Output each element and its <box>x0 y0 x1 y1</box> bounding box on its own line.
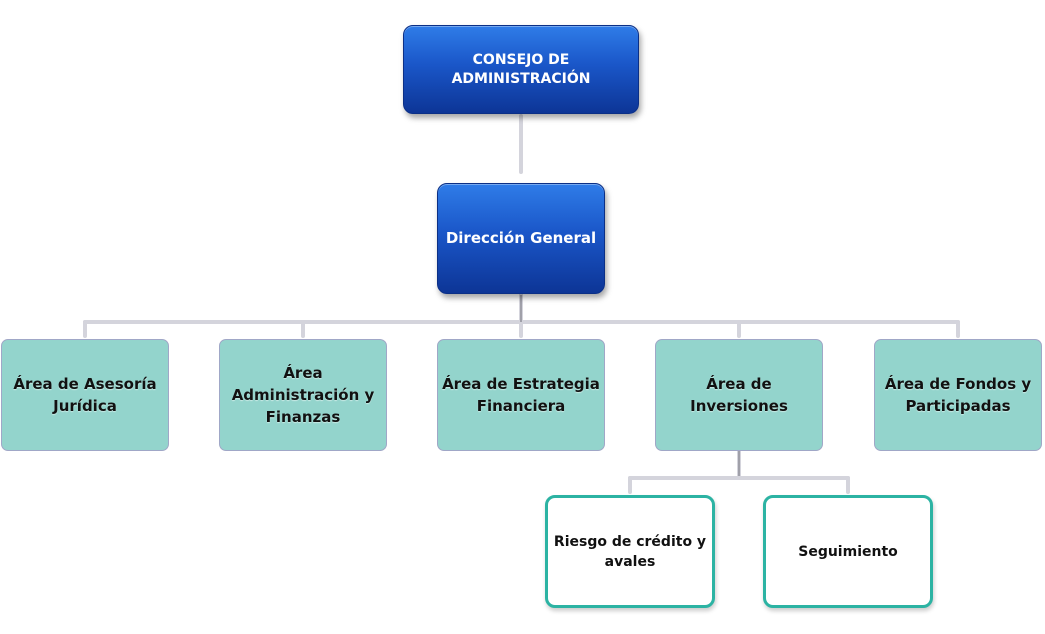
area-investments-line2: Inversiones <box>690 397 788 415</box>
area-admin-line2: Administración y <box>231 386 375 404</box>
board-of-directors-box: CONSEJO DE ADMINISTRACIÓN <box>403 25 639 114</box>
area-strategy-line2: Financiera <box>476 397 566 415</box>
area-financial-strategy-box: Área de Estrategia Financiera <box>437 339 605 451</box>
monitoring-label: Seguimiento <box>798 543 898 560</box>
area-funds-line2: Participadas <box>905 397 1011 415</box>
area-legal-box: Área de Asesoría Jurídica <box>1 339 169 451</box>
area-admin-line1: Área <box>283 364 323 382</box>
board-label-line2: ADMINISTRACIÓN <box>451 70 591 87</box>
credit-risk-line1: Riesgo de crédito y <box>553 533 707 550</box>
area-legal-line1: Área de Asesoría <box>13 375 157 393</box>
area-admin-finance-box: Área Administración y Finanzas <box>219 339 387 451</box>
area-funds-line1: Área de Fondos y <box>884 375 1032 393</box>
area-investments-line1: Área de <box>706 375 772 393</box>
monitoring-box: Seguimiento <box>763 495 933 608</box>
area-legal-line2: Jurídica <box>53 397 117 415</box>
area-investments-box: Área de Inversiones <box>655 339 823 451</box>
credit-risk-box: Riesgo de crédito y avales <box>545 495 715 608</box>
credit-risk-line2: avales <box>604 553 656 570</box>
area-admin-line3: Finanzas <box>265 408 341 426</box>
board-label-line1: CONSEJO DE <box>472 51 570 68</box>
area-strategy-line1: Área de Estrategia <box>442 375 600 393</box>
general-management-label: Dirección General <box>445 229 597 247</box>
general-management-box: Dirección General <box>437 183 605 294</box>
area-funds-box: Área de Fondos y Participadas <box>874 339 1042 451</box>
